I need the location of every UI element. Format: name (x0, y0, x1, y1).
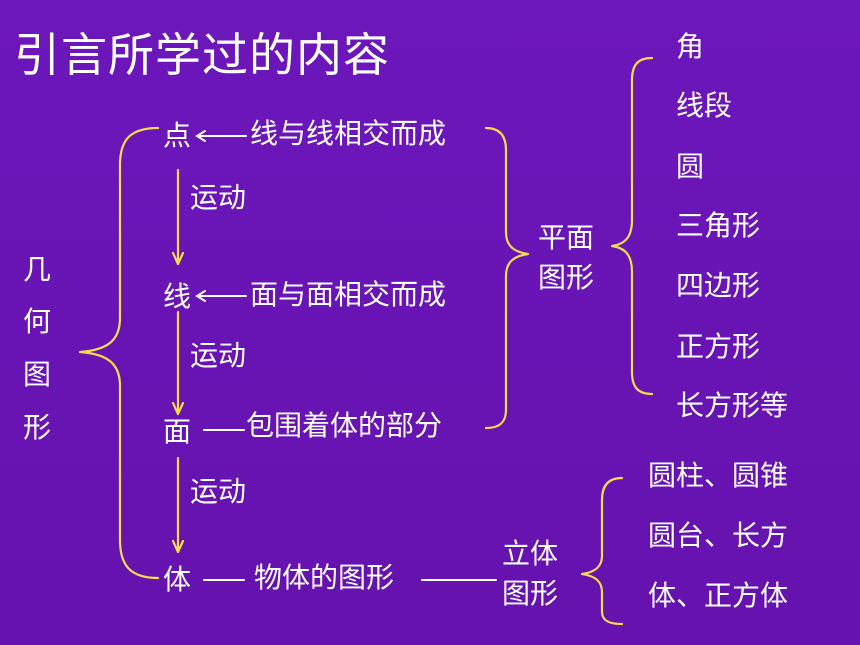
line-desc: 面与面相交而成 (250, 278, 447, 311)
node-line: 线 (163, 280, 192, 313)
motion-label-1: 运动 (190, 181, 247, 214)
plane-source-brace (484, 126, 530, 430)
left-label-char-2: 何 (23, 305, 52, 338)
solid-label-line-1: 立体 (502, 537, 559, 570)
left-label-char-1: 几 (23, 253, 52, 286)
plane-item-2: 线段 (676, 89, 733, 122)
plane-item-5: 四边形 (676, 269, 761, 302)
node-surface: 面 (163, 415, 192, 448)
plane-item-7: 长方形等 (676, 389, 789, 422)
plane-label-line-2: 图形 (538, 261, 595, 294)
body-desc: 物体的图形 (254, 561, 395, 594)
plane-item-6: 正方形 (676, 330, 761, 363)
motion-arrowhead-2 (171, 401, 185, 416)
plane-item-3: 圆 (676, 150, 705, 183)
plane-item-1: 角 (676, 30, 705, 63)
motion-label-3: 运动 (190, 475, 247, 508)
motion-arrowhead-3 (171, 539, 185, 554)
plane-item-4: 三角形 (676, 209, 761, 242)
solid-items-brace (580, 476, 624, 626)
point-arrowhead (195, 130, 206, 142)
line-arrowhead (195, 290, 206, 302)
left-label-char-4: 形 (23, 411, 52, 444)
plane-label-line-1: 平面 (538, 221, 595, 254)
left-label-char-3: 图 (23, 358, 52, 391)
main-brace (78, 126, 160, 580)
solid-item-2: 圆台、长方 (648, 519, 789, 552)
node-body: 体 (163, 563, 192, 596)
surface-desc: 包围着体的部分 (246, 409, 443, 442)
solid-label-line-2: 图形 (502, 577, 559, 610)
page-title: 引言所学过的内容 (14, 28, 390, 82)
motion-arrowhead-1 (171, 251, 185, 266)
point-desc: 线与线相交而成 (250, 117, 447, 150)
plane-items-brace (610, 56, 654, 396)
solid-item-3: 体、正方体 (648, 579, 789, 612)
motion-label-2: 运动 (190, 339, 247, 372)
node-point: 点 (163, 119, 192, 152)
solid-item-1: 圆柱、圆锥 (648, 459, 789, 492)
